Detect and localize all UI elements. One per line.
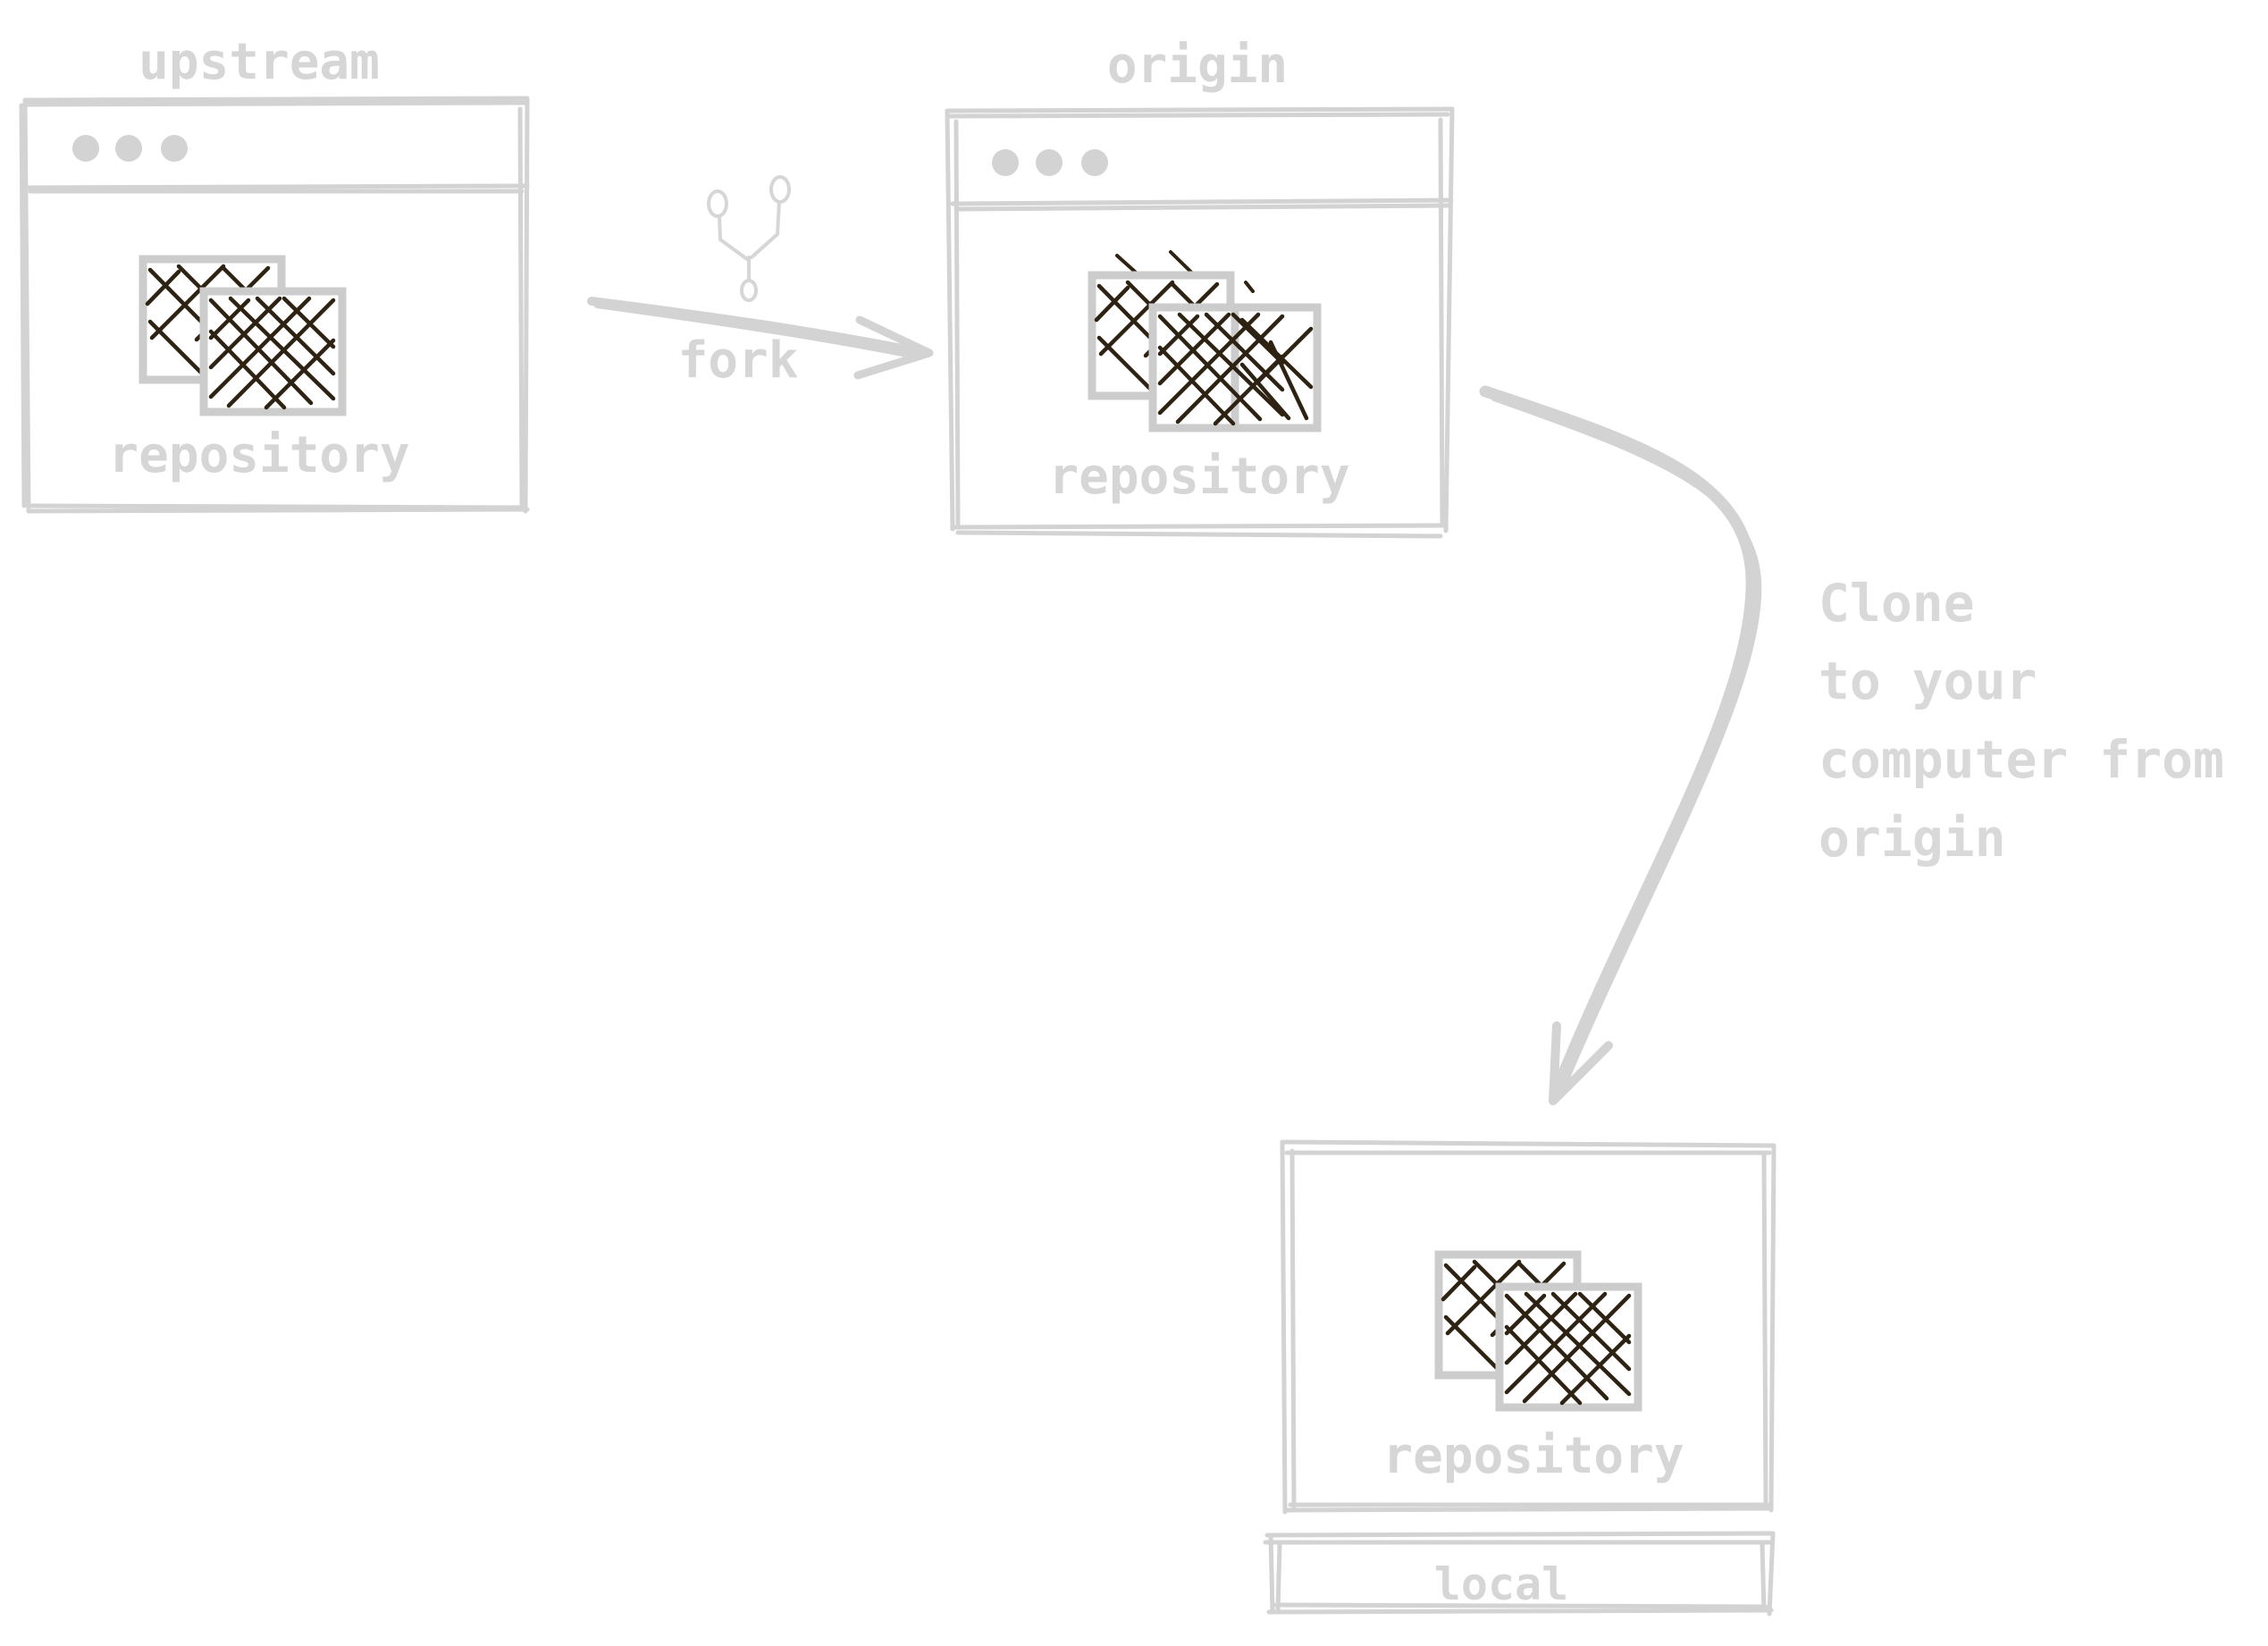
upstream-window: upstream repository [19, 33, 530, 514]
clone-note: Clone to your computer from origin [1819, 573, 2255, 869]
local-repository-label: repository [1382, 1427, 1684, 1485]
clone-note-line-3: computer from [1819, 729, 2224, 790]
clone-arrow: Clone to your computer from origin [1479, 385, 2255, 1105]
fork-label: fork [678, 332, 799, 390]
fork-arrow: fork [587, 175, 934, 390]
upstream-window-dots [72, 135, 188, 162]
local-title: local [1434, 1558, 1569, 1610]
origin-repository-label: repository [1048, 448, 1349, 506]
upstream-repository-icon [139, 255, 347, 416]
clone-note-line-1: Clone [1819, 573, 1975, 634]
upstream-repository-label: repository [108, 426, 409, 484]
origin-repository-icon [1088, 250, 1322, 432]
git-fork-icon [707, 175, 791, 302]
clone-note-line-4: origin [1819, 808, 2006, 869]
fork-arrow-line [587, 297, 934, 380]
clone-arrow-line [1479, 385, 1762, 1105]
origin-window-frame [945, 106, 1455, 539]
upstream-window-frame [19, 96, 530, 514]
local-monitor-frame [1280, 1139, 1777, 1515]
origin-window-dots [992, 149, 1108, 176]
origin-window: origin repository [945, 37, 1455, 539]
local-base [1263, 1531, 1776, 1617]
origin-window-title: origin [1107, 37, 1288, 95]
local-computer: repository local [1263, 1139, 1777, 1617]
local-repository-icon [1434, 1250, 1642, 1412]
clone-note-line-2: to your [1819, 651, 2037, 711]
upstream-window-title: upstream [139, 33, 380, 91]
